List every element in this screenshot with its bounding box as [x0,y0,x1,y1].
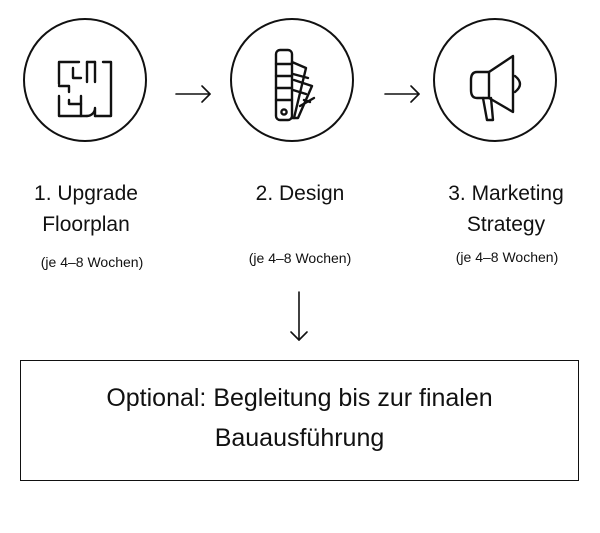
step-3-circle [433,18,557,142]
arrow-right-icon [384,85,420,103]
optional-box: Optional: Begleitung bis zur finalen Bau… [20,360,579,481]
arrow-right-icon [175,85,211,103]
step-2-title: 2. Design [255,182,345,205]
arrow-down-icon [290,291,308,341]
step-2-duration: (je 4–8 Wochen) [248,250,352,266]
step-3-duration: (je 4–8 Wochen) [455,249,559,265]
megaphone-icon [469,54,522,122]
step-1-title: 1. Upgrade Floorplan [34,182,138,236]
step-3-title: 3. Marketing Strategy [448,182,564,236]
step-1-circle [23,18,147,142]
step-1-duration: (je 4–8 Wochen) [40,254,144,270]
step-2-circle [230,18,354,142]
floorplan-icon [57,60,113,118]
optional-text: Optional: Begleitung bis zur finalen Bau… [106,383,493,452]
color-swatch-icon [274,48,316,122]
